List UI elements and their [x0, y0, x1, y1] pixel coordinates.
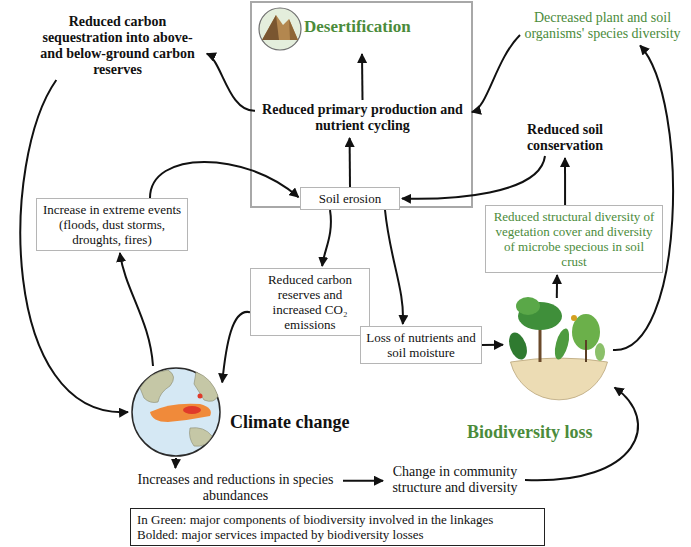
globe-node: Climate change: [130, 366, 222, 458]
node-label: Desertification: [304, 17, 411, 37]
legend-entry: In Green: major components of biodiversi…: [137, 512, 538, 527]
arrow-connector: [482, 344, 503, 346]
tree-crown: [516, 297, 540, 315]
globe-circle: [132, 368, 220, 456]
node-label: Increase in extreme events (floods, dust…: [41, 202, 183, 247]
process-box: Increase in extreme events (floods, dust…: [36, 198, 188, 251]
globe-land: [140, 370, 174, 403]
warm-anomaly: [150, 404, 211, 422]
hot-spot: [183, 406, 201, 414]
node-label: Loss of nutrients and soil moisture: [365, 330, 477, 360]
arrow-connector: [174, 458, 177, 468]
hot-spot: [198, 394, 203, 399]
arrow-connector: [472, 35, 520, 112]
arrow-connector: [361, 54, 364, 100]
node-label: Biodiversity loss: [467, 422, 593, 442]
flower: [571, 315, 577, 321]
desertification-frame: [251, 2, 472, 207]
soil-ground: [511, 358, 608, 400]
title-node: Desertification: [258, 6, 423, 52]
fern-leaf: [552, 327, 572, 361]
globe-land: [190, 428, 213, 447]
node-label: Soil erosion: [305, 191, 395, 206]
arrow-connector: [613, 46, 673, 351]
arrow-connector: [564, 158, 566, 205]
arrow-connector: [343, 480, 383, 482]
biodiversity-text: Decreased plant and soil organisms' spec…: [520, 8, 685, 44]
legend-entry: Bolded: major services impacted by biodi…: [137, 527, 538, 542]
mountain-shade: [262, 15, 279, 40]
node-label: Reduced carbon reserves and increased CO…: [255, 272, 365, 332]
process-text: Increases and reductions in species abun…: [128, 470, 343, 506]
arrow-connector: [556, 275, 558, 298]
service-text: Reduced primary production and nutrient …: [255, 100, 470, 136]
node-label: Decreased plant and soil organisms' spec…: [520, 10, 685, 42]
arrow-connector: [150, 162, 299, 198]
legend-box: In Green: major components of biodiversi…: [130, 508, 545, 546]
node-label: Change in community structure and divers…: [385, 464, 525, 496]
mountain-shade: [289, 19, 298, 40]
node-label: Increases and reductions in species abun…: [128, 472, 343, 504]
arrow-connector: [322, 210, 331, 266]
process-box: Soil erosion: [300, 187, 400, 210]
node-label: Reduced structural diversity of vegetati…: [490, 209, 658, 269]
mountain-shape: [262, 15, 298, 40]
grass-tuft: [595, 343, 605, 361]
globe-land: [194, 372, 218, 401]
biodiversity-icon: [506, 297, 608, 400]
arrow-connector: [222, 312, 250, 383]
icon-circle: [259, 8, 301, 50]
arrow-connector: [385, 210, 403, 324]
arrow-connector: [349, 138, 351, 187]
service-text: Reduced soil conservation: [515, 120, 615, 156]
arrow-connector: [120, 253, 153, 366]
fern-leaf: [506, 330, 531, 362]
node-label: Reduced carbon sequestration into above-…: [30, 14, 205, 78]
globe-icon: [132, 368, 220, 456]
biodiversity-node: Biodiversity loss: [505, 298, 613, 402]
node-label: Reduced primary production and nutrient …: [255, 102, 470, 134]
desertification-icon: [259, 8, 301, 50]
shrub-stem: [585, 340, 587, 362]
node-label: Reduced soil conservation: [515, 122, 615, 154]
process-box: Loss of nutrients and soil moisture: [360, 326, 482, 364]
arrow-connector: [402, 156, 545, 199]
process-text: Change in community structure and divers…: [385, 462, 525, 498]
process-box: Reduced carbon reserves and increased CO…: [250, 268, 370, 336]
node-label: Climate change: [230, 412, 349, 432]
service-text: Reduced carbon sequestration into above-…: [30, 12, 205, 80]
process-box: Reduced structural diversity of vegetati…: [485, 205, 663, 273]
arrow-connector: [207, 54, 255, 111]
